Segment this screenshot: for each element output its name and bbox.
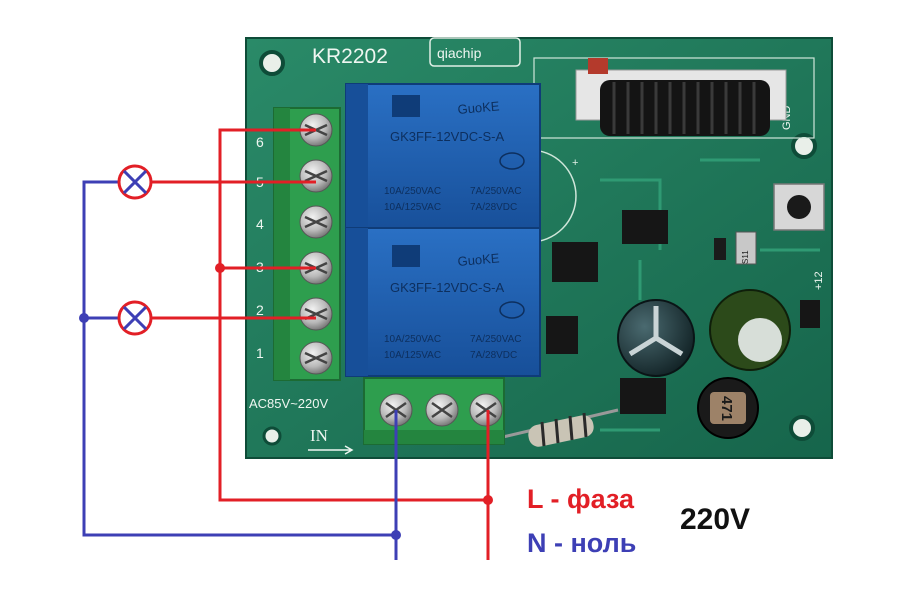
- resistor: [489, 408, 619, 447]
- lamp-icon: [117, 164, 153, 200]
- plus12-marking: +12: [813, 271, 825, 290]
- voltage-legend: 220V: [680, 503, 751, 536]
- input-marking: IN: [310, 426, 328, 445]
- relay-top: GuoKE GK3FF-12VDC-S-A 10A/250VAC 10A/125…: [345, 83, 541, 233]
- board-brand-label: qiachip: [437, 45, 482, 61]
- smd-part: [735, 231, 757, 265]
- push-button-cap-icon: [787, 195, 811, 219]
- mounting-hole-icon: [262, 426, 282, 446]
- terminal-number: 1: [256, 345, 264, 361]
- neutral-legend: N - ноль: [527, 528, 637, 558]
- terminal-number: 2: [256, 302, 264, 318]
- input-terminal-block: [363, 377, 505, 445]
- neutral-junction-dot: [79, 313, 89, 323]
- terminal-screw-icon: [299, 205, 333, 239]
- ic-chip: [552, 242, 598, 282]
- push-button: [773, 183, 825, 231]
- terminal-screw-icon: [425, 393, 459, 427]
- relay-rating: 7A/28VDC: [470, 350, 517, 361]
- relay-rating: 7A/28VDC: [470, 202, 517, 213]
- lamp-icon: [117, 300, 153, 336]
- terminal-number: 4: [256, 216, 264, 232]
- svg-text:+: +: [572, 157, 578, 169]
- relay-brand-label: GuoKE: [457, 250, 500, 269]
- relay-rating: 10A/250VAC: [384, 186, 441, 197]
- diode-part: [714, 238, 726, 260]
- cap-marking: S11: [741, 250, 750, 264]
- relay-bottom: GuoKE GK3FF-12VDC-S-A 10A/250VAC 10A/125…: [345, 227, 541, 377]
- terminal-screw-icon: [299, 341, 333, 375]
- ic-chip: [620, 378, 666, 414]
- antenna-coil-icon: [600, 80, 770, 136]
- phase-legend: L - фаза: [527, 484, 635, 514]
- relay-rating: 7A/250VAC: [470, 186, 522, 197]
- rf-module: [575, 58, 787, 136]
- ic-chip: [622, 210, 668, 244]
- inductor-marking: 471: [718, 396, 735, 421]
- inductor: 471: [697, 377, 759, 439]
- terminal-screw-icon: [469, 393, 503, 427]
- relay-rating: 10A/125VAC: [384, 202, 441, 213]
- capacitor-green: [709, 289, 791, 371]
- phase-wire: [150, 128, 490, 560]
- output-terminal-block: [273, 107, 341, 381]
- ic-chip: [546, 316, 578, 354]
- relay-rating: 10A/125VAC: [384, 350, 441, 361]
- phase-junction-dot: [215, 263, 225, 273]
- terminal-number: 6: [256, 134, 264, 150]
- voltage-marking: AC85V~220V: [249, 396, 328, 411]
- relay-brand-label: GuoKE: [457, 98, 500, 117]
- mounting-hole-icon: [259, 50, 285, 76]
- board-model-label: KR2202: [312, 45, 388, 68]
- mounting-hole-icon: [789, 415, 815, 441]
- terminal-screw-icon: [299, 159, 333, 193]
- phase-junction-dot: [483, 495, 493, 505]
- relay-rating: 10A/250VAC: [384, 334, 441, 345]
- input-arrow-icon: [308, 445, 354, 455]
- terminal-screw-icon: [299, 297, 333, 331]
- neutral-junction-dot: [391, 530, 401, 540]
- tuv-mark-icon: [499, 301, 525, 319]
- mounting-hole-icon: [791, 133, 817, 159]
- relay-model-label: GK3FF-12VDC-S-A: [390, 280, 504, 295]
- capacitor-large: [617, 299, 695, 377]
- relay-model-label: GK3FF-12VDC-S-A: [390, 129, 504, 144]
- relay-rating: 7A/250VAC: [470, 334, 522, 345]
- tuv-mark-icon: [499, 152, 525, 170]
- ic-chip: [800, 300, 820, 328]
